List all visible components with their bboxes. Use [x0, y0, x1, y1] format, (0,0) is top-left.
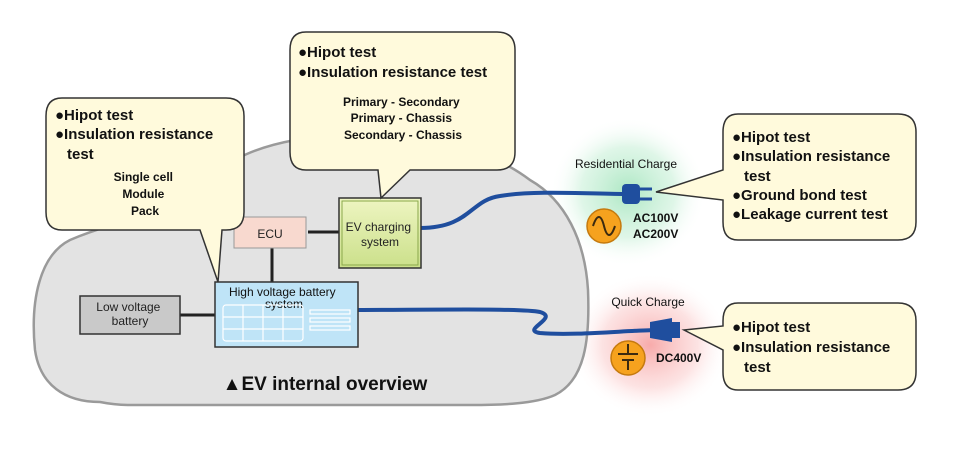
charger-callout-line-1: ●Hipot test [298, 44, 376, 61]
residential-charge-label: Residential Charge [575, 157, 677, 171]
charger-item-3: Secondary - Chassis [344, 128, 462, 142]
quick-test-callout: ●Hipot test ●Insulation resistance test [681, 302, 917, 391]
residential-callout-line-4: ●Ground bond test [732, 187, 867, 204]
diagram-caption: ▲EV internal overview [223, 374, 428, 395]
charger-item-2: Primary - Chassis [351, 111, 453, 125]
quick-callout-line-2: ●Insulation resistance [732, 339, 890, 356]
quick-callout-line-3: test [744, 359, 771, 376]
hv-battery-box: High voltage battery system [214, 281, 359, 348]
residential-cable [419, 190, 629, 230]
charger-item-1: Primary - Secondary [343, 95, 460, 109]
battery-item-1: Single cell [114, 170, 173, 184]
residential-callout-line-1: ●Hipot test [732, 129, 810, 146]
battery-callout-line-1: ●Hipot test [55, 107, 133, 124]
quick-plug-icon [650, 318, 680, 342]
residential-test-callout: ●Hipot test ●Insulation resistance test … [655, 113, 917, 241]
battery-item-3: Pack [131, 204, 159, 218]
quick-cable [357, 307, 661, 336]
svg-text:●Hipot test ●Insulation: ●Hipot test ●Insulation resistance test [732, 319, 894, 376]
ac-voltage-1: AC100V [633, 211, 678, 225]
quick-callout-line-1: ●Hipot test [732, 319, 810, 336]
dc-voltage: DC400V [656, 351, 701, 365]
battery-test-callout: ●Hipot test ●Insulation resistance test … [45, 97, 245, 283]
lv-battery-box: Low voltage battery [79, 295, 181, 335]
residential-callout-line-3: test [744, 168, 771, 185]
battery-callout-line-2: ●Insulation resistance [55, 126, 213, 143]
ecu-label: ECU [257, 227, 282, 241]
residential-plug-icon [622, 184, 652, 204]
svg-text:AC100V AC200V: AC100V AC200V [633, 211, 682, 241]
svg-text:●Hipot test ●Insulation: ●Hipot test ●Insulation resistance test [55, 107, 217, 163]
hv-battery-label: High voltage battery system [229, 285, 339, 311]
battery-item-2: Module [122, 187, 164, 201]
svg-text:Single cell Module: Single cell Module Pack [114, 170, 177, 218]
residential-callout-line-5: ●Leakage current test [732, 206, 888, 223]
ev-charging-system-box: EV charging system [338, 197, 422, 269]
lv-battery-label: Low voltage battery [96, 300, 163, 328]
svg-text:●Hipot test ●Insulation: ●Hipot test ●Insulation resistance test [298, 44, 487, 81]
svg-text:Primary - Secondary Prim: Primary - Secondary Primary - Chassis Se… [343, 95, 463, 142]
ecu-box: ECU [233, 216, 307, 249]
charger-test-callout: ●Hipot test ●Insulation resistance test … [289, 31, 516, 200]
quick-glow [570, 273, 730, 417]
ac-source-icon [586, 208, 622, 244]
charger-callout-line-2: ●Insulation resistance test [298, 64, 487, 81]
ac-voltage-2: AC200V [633, 227, 678, 241]
svg-text:●Hipot test ●Insulation: ●Hipot test ●Insulation resistance test … [732, 129, 894, 223]
ev-charging-label: EV charging system [346, 220, 415, 249]
battery-cells-graphic [222, 304, 351, 342]
dc-source-icon [610, 340, 646, 376]
quick-charge-label: Quick Charge [611, 295, 685, 309]
residential-callout-line-2: ●Insulation resistance [732, 148, 890, 165]
battery-callout-line-3: test [67, 146, 94, 163]
